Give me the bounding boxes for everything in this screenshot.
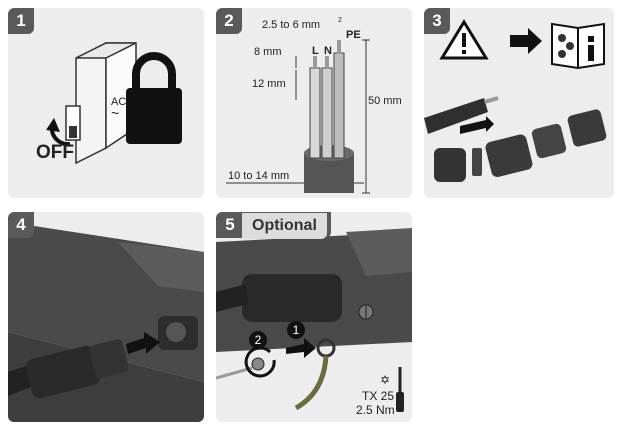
manual-icon	[551, 22, 605, 70]
plug-in-arrow-icon	[126, 332, 160, 354]
l-label: L	[312, 45, 319, 57]
step-4-panel: 4	[8, 212, 204, 422]
step-5-badge: 5 Optional	[216, 212, 331, 239]
step-2-badge: 2	[216, 8, 242, 34]
torx-icon: ✡	[380, 373, 390, 387]
cable	[424, 98, 488, 134]
callout-1: 1	[293, 323, 300, 337]
padlock-icon	[126, 52, 182, 144]
tool-label: TX 25	[362, 389, 394, 403]
ac-symbol: ~	[111, 105, 119, 121]
socket-element	[567, 109, 607, 147]
grounding-illustration: 1 2 ✡ TX 25 2.5 Nm	[216, 228, 412, 417]
callout-2: 2	[255, 333, 262, 347]
tighten-arrow-icon	[244, 346, 276, 378]
circuit-breaker-lock-illustration: AC ~ OFF	[36, 41, 182, 165]
clamping-insert	[531, 123, 567, 159]
cable-strip-dimensions-illustration: 2.5 to 6 mm 2 PE L N 8 mm 12 mm 50 mm 10…	[226, 17, 402, 194]
core-pe	[333, 52, 345, 159]
connector-plug	[25, 345, 101, 399]
warning-icon	[439, 19, 489, 60]
cross-section-sup: 2	[338, 17, 342, 24]
connector	[242, 274, 342, 322]
optional-label: Optional	[242, 213, 327, 239]
step-3-badge: 3	[424, 8, 450, 34]
step-5-number: 5	[225, 215, 235, 234]
ground-wire	[294, 355, 329, 411]
seal-ring	[472, 148, 482, 176]
step-1-badge: 1	[8, 8, 34, 34]
attach-arrow-icon	[286, 338, 316, 358]
arrow-right-icon	[510, 28, 542, 54]
core-n	[321, 67, 333, 159]
strip-length-label: 8 mm	[254, 46, 282, 58]
callout-2-badge	[249, 331, 267, 349]
off-label: OFF	[36, 142, 74, 163]
step-3-panel: 3	[424, 8, 614, 198]
connector-assembly-illustration	[424, 19, 607, 182]
insert-arrow-icon	[460, 116, 494, 134]
connector-housing	[485, 134, 533, 178]
step-1-panel: 1 AC ~ OFF	[8, 8, 204, 198]
pe-label: PE	[346, 29, 361, 41]
torque-label: 2.5 Nm	[356, 403, 395, 417]
cross-section-label: 2.5 to 6 mm	[262, 19, 320, 31]
cable-diameter-label: 10 to 14 mm	[228, 170, 289, 182]
insulation-length-label: 12 mm	[252, 78, 286, 90]
sheath-length-label: 50 mm	[368, 95, 402, 107]
swivel-nut	[434, 148, 466, 182]
step-4-badge: 4	[8, 212, 34, 238]
core-l	[309, 67, 321, 159]
ac-label: AC	[111, 96, 126, 108]
n-label: N	[324, 45, 332, 57]
plug-connection-illustration	[8, 222, 204, 422]
step-2-panel: 2 2.5 to 6 mm 2 PE L N 8 m	[216, 8, 412, 198]
step-5-panel: 5 Optional 1 2 ✡ TX 25	[216, 212, 412, 422]
callout-1-badge	[287, 321, 305, 339]
